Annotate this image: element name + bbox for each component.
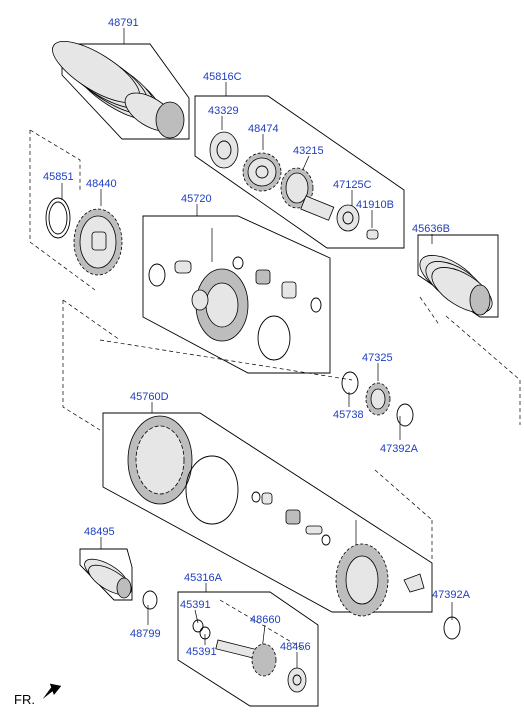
frame-48791 <box>61 43 190 140</box>
label-45316A: 45316A <box>184 572 223 584</box>
frame-48495 <box>79 548 133 601</box>
part-47125C-bearing <box>336 204 360 232</box>
leader-lines <box>61 28 453 668</box>
label-48791: 48791 <box>108 17 139 29</box>
label-47392A-upper: 47392A <box>380 443 419 455</box>
label-45720: 45720 <box>181 193 212 205</box>
label-48456: 48456 <box>280 641 311 653</box>
part-45851-snap-ring <box>45 197 71 239</box>
part-48495-clutch-pack <box>84 558 132 599</box>
front-arrow-icon <box>42 683 62 700</box>
label-45816C: 45816C <box>203 71 242 83</box>
part-48474-gear <box>242 152 282 192</box>
label-48799: 48799 <box>130 628 161 640</box>
frame-45720 <box>142 215 331 374</box>
label-43215: 43215 <box>293 145 324 157</box>
part-45720-carrier-assembly <box>148 228 322 361</box>
assembly-guide-lines <box>29 129 521 651</box>
part-45316A-shaft-assembly <box>192 619 307 693</box>
label-48440: 48440 <box>86 178 117 190</box>
label-45760D: 45760D <box>130 391 169 403</box>
frame-45760D <box>102 412 433 613</box>
label-45391-lower: 45391 <box>186 646 217 658</box>
label-43329: 43329 <box>208 105 239 117</box>
label-45851: 45851 <box>43 171 74 183</box>
label-47392A-lower: 47392A <box>432 589 471 601</box>
frame-45816C <box>194 95 405 249</box>
label-41910B: 41910B <box>356 199 394 211</box>
label-48495: 48495 <box>84 526 115 538</box>
front-direction-indicator: FR. <box>14 683 62 707</box>
part-number-labels: 48791 45816C 43329 48474 43215 47125C 41… <box>43 17 471 658</box>
part-47392A-ring-upper <box>396 403 414 427</box>
label-47125C: 47125C <box>333 179 372 191</box>
part-48791-clutch-disc-pack <box>52 41 185 139</box>
part-43329-bearing <box>209 131 239 169</box>
part-45738-ring <box>341 371 359 395</box>
label-45738: 45738 <box>333 409 364 421</box>
part-48799-ring <box>142 590 158 610</box>
frame-45636B <box>417 234 499 318</box>
part-47325-gear <box>365 382 391 416</box>
label-45636B: 45636B <box>412 223 450 235</box>
label-48474: 48474 <box>248 123 279 135</box>
front-direction-label: FR. <box>14 692 35 707</box>
label-48660: 48660 <box>250 614 281 626</box>
part-45760D-drum-assembly <box>127 415 425 617</box>
frame-45316A <box>177 591 319 707</box>
part-45636B-clutch-pack <box>419 255 493 316</box>
part-43215-gear-shaft <box>280 167 335 221</box>
part-47392A-ring-lower <box>443 616 461 640</box>
part-41910B-pin <box>366 229 379 240</box>
part-48440-gear <box>73 208 123 276</box>
label-47325: 47325 <box>362 352 393 364</box>
group-frames <box>61 43 499 707</box>
label-45391-upper: 45391 <box>180 599 211 611</box>
